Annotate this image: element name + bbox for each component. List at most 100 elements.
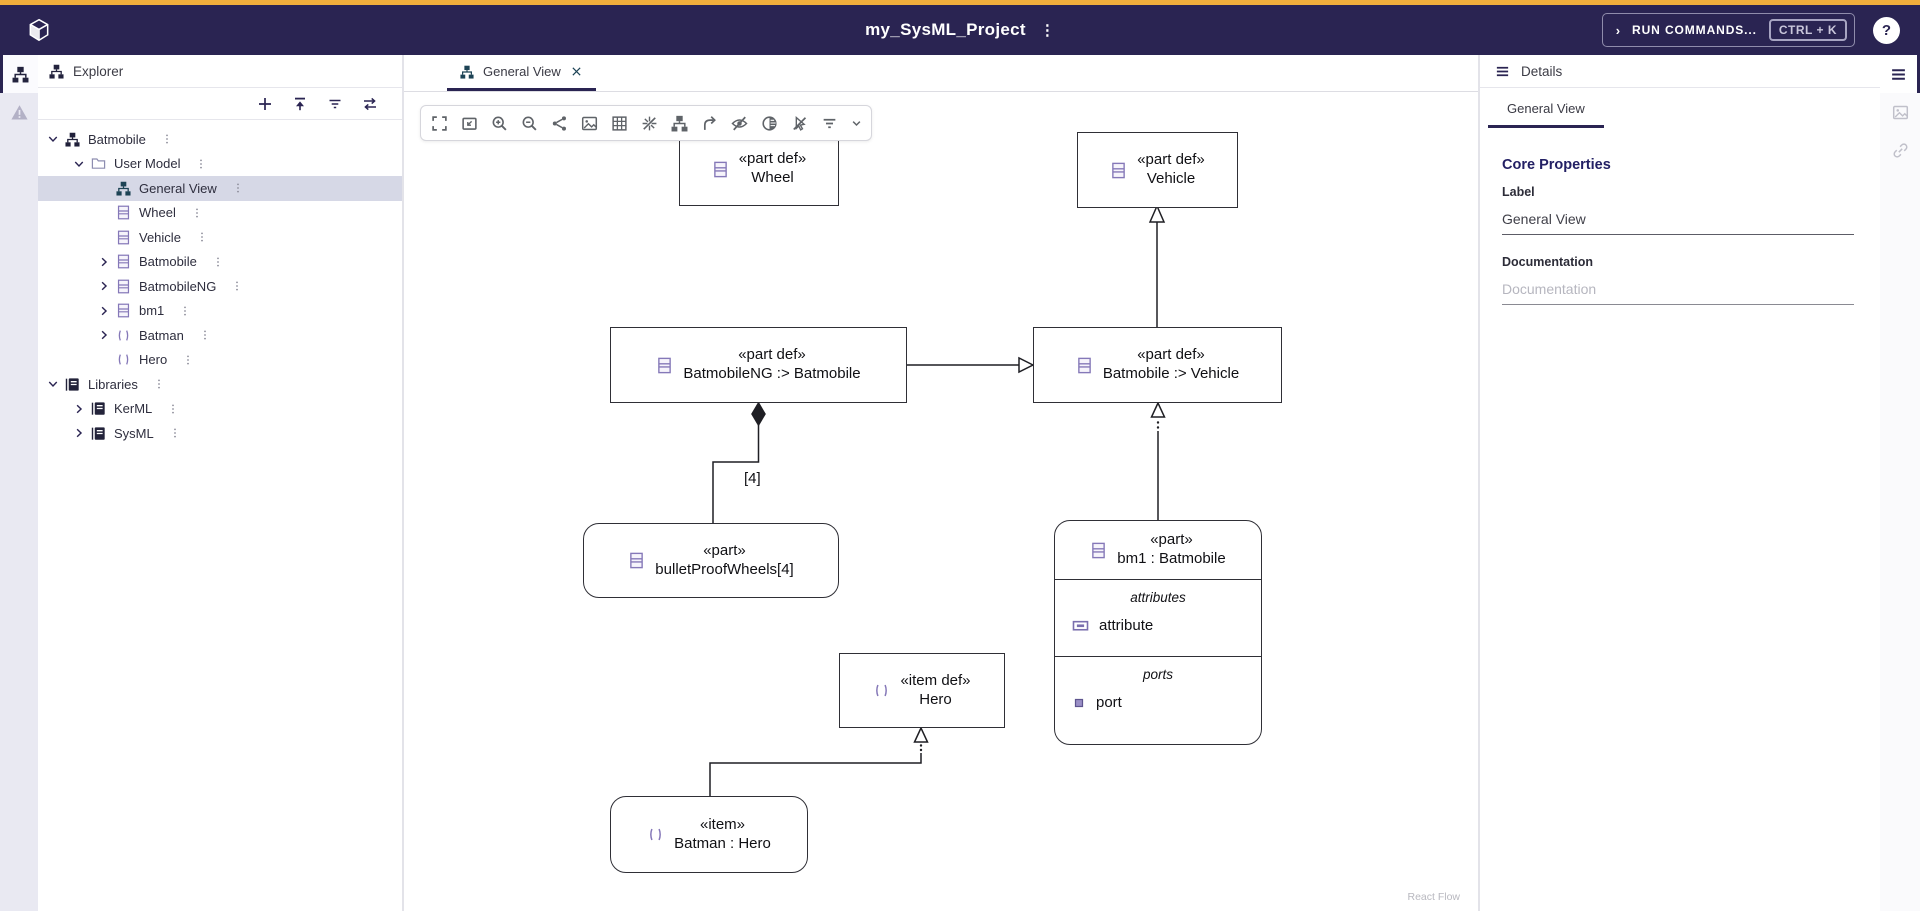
part-usage-icon [1090,541,1107,560]
tree-item-batmobileng[interactable]: BatmobileNG [38,274,402,299]
kebab-menu-icon[interactable] [232,182,244,194]
image-icon [1892,104,1909,121]
tree-item-label: BatmobileNG [139,278,217,294]
documentation-field-input[interactable]: Documentation [1502,281,1854,305]
auto-layout-button[interactable] [664,106,694,140]
tree-item-bm1[interactable]: bm1 [38,299,402,324]
disable-pointer-button[interactable] [784,106,814,140]
node-bulletproofwheels[interactable]: «part» bulletProofWheels[4] [583,523,839,598]
node-batmobile[interactable]: «part def» Batmobile :> Vehicle [1033,327,1282,403]
chevron-right-icon[interactable] [70,403,88,415]
chevron-down-icon[interactable] [70,158,88,170]
kebab-menu-icon[interactable] [161,133,173,145]
hide-elements-button[interactable] [724,106,754,140]
more-tools-chevron-down-icon[interactable] [844,106,868,140]
tree-item-libraries[interactable]: Libraries [38,372,402,397]
add-element-button[interactable] [255,94,275,114]
part-def-icon [1076,356,1093,375]
tree-item-sysml[interactable]: SysML [38,421,402,446]
preview-image-button[interactable] [1880,93,1920,131]
kebab-menu-icon[interactable] [199,329,211,341]
snap-to-grid-button[interactable] [634,106,664,140]
project-title: my_SysML_Project [865,20,1026,39]
chevron-right-icon[interactable] [95,329,113,341]
filter-diagram-button[interactable] [814,106,844,140]
node-text: «item» Batman : Hero [674,816,771,854]
chevron-right-icon[interactable] [95,256,113,268]
chevron-right-icon[interactable] [95,305,113,317]
sync-selection-button[interactable] [360,94,380,114]
kebab-menu-icon[interactable] [169,427,181,439]
tree-item-wheel[interactable]: Wheel [38,201,402,226]
project-menu-kebab-icon[interactable]: ⋮ [1039,22,1055,39]
zoom-in-button[interactable] [484,106,514,140]
kebab-menu-icon[interactable] [182,354,194,366]
tab-general-view[interactable]: General View [447,55,596,91]
fit-selection-button[interactable] [454,106,484,140]
run-commands-button[interactable]: › RUN COMMANDS... CTRL + K [1601,13,1855,47]
node-name: BatmobileNG :> Batmobile [683,365,861,382]
app-logo-cube-icon[interactable] [26,17,52,43]
tree-item-hero[interactable]: Hero [38,348,402,373]
collapse-all-button[interactable] [290,94,310,114]
fit-view-button[interactable] [424,106,454,140]
chevron-down-icon[interactable] [44,378,62,390]
tree-item-batman[interactable]: Batman [38,323,402,348]
filter-tree-button[interactable] [325,94,345,114]
relations-link-button[interactable] [1880,131,1920,169]
kebab-menu-icon[interactable] [195,158,207,170]
part-usage-icon [113,303,133,318]
details-tab-general-view[interactable]: General View [1488,101,1604,128]
activity-model-explorer-button[interactable] [0,55,38,93]
attribute-icon [1072,617,1089,634]
explorer-header: Explorer [38,55,402,88]
diagram-canvas[interactable]: [4] «part def» Wheel «part def» Vehicle [404,92,1478,911]
label-field-label: Label [1502,185,1535,199]
tree-item-label: User Model [114,156,181,172]
contrast-button[interactable] [754,106,784,140]
tree-item-batmobile[interactable]: Batmobile [38,250,402,275]
kebab-menu-icon[interactable] [212,256,224,268]
chevron-right-icon: › [1615,22,1621,38]
node-text: «part def» Batmobile :> Vehicle [1103,346,1239,384]
chevron-right-icon[interactable] [70,427,88,439]
tree-item-batmobile-project[interactable]: Batmobile [38,127,402,152]
port-row[interactable]: port [1055,682,1261,711]
node-bm1[interactable]: «part» bm1 : Batmobile attributes attrib… [1054,520,1262,745]
tree-item-general-view[interactable]: General View [38,176,402,201]
kebab-menu-icon[interactable] [191,207,203,219]
left-activity-bar [0,55,38,911]
help-button[interactable]: ? [1873,16,1900,44]
kebab-menu-icon[interactable] [167,403,179,415]
link-icon [1892,142,1909,159]
label-field-input[interactable]: General View [1502,211,1854,235]
node-hero[interactable]: «item def» Hero [839,653,1005,728]
tree-item-kerml[interactable]: KerML [38,397,402,422]
close-tab-icon[interactable] [570,65,583,78]
edge-routing-button[interactable] [694,106,724,140]
chevron-down-icon[interactable] [44,133,62,145]
attribute-row[interactable]: attribute [1055,605,1261,634]
toggle-grid-button[interactable] [604,106,634,140]
kebab-menu-icon[interactable] [231,280,243,292]
tree-item-user-model[interactable]: User Model [38,152,402,177]
kebab-menu-icon[interactable] [153,378,165,390]
export-image-button[interactable] [574,106,604,140]
share-graph-button[interactable] [544,106,574,140]
item-icon [113,328,133,343]
hamburger-menu-icon[interactable] [1495,64,1510,79]
kebab-menu-icon[interactable] [179,305,191,317]
chevron-right-icon[interactable] [95,280,113,292]
compartment-title: attributes [1130,590,1186,605]
node-batmobileng[interactable]: «part def» BatmobileNG :> Batmobile [610,327,907,403]
port-label: port [1096,694,1122,711]
activity-problems-button[interactable] [0,93,38,131]
node-wheel[interactable]: «part def» Wheel [679,132,839,206]
node-batman[interactable]: «item» Batman : Hero [610,796,808,873]
kebab-menu-icon[interactable] [196,231,208,243]
tree-item-vehicle[interactable]: Vehicle [38,225,402,250]
workspace: Explorer Batmobile User Model [0,55,1920,911]
node-vehicle[interactable]: «part def» Vehicle [1077,132,1238,208]
zoom-out-button[interactable] [514,106,544,140]
details-properties-button[interactable] [1880,55,1920,93]
